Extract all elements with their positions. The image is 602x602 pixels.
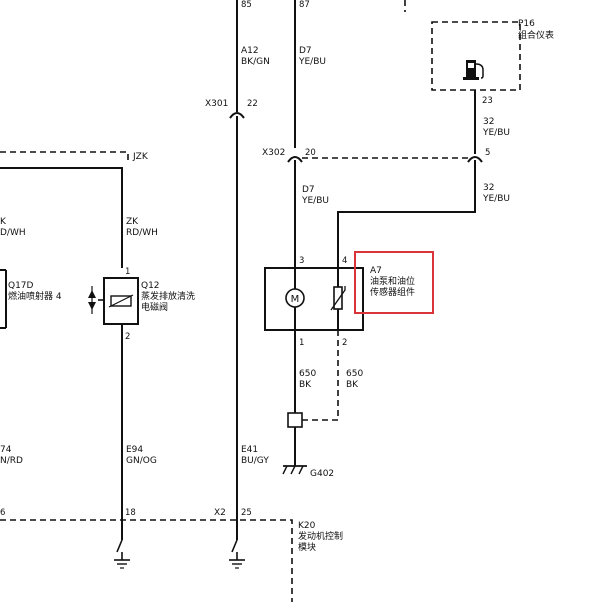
p16-id: P16: [518, 19, 535, 29]
wire-87-label: 87: [299, 0, 310, 10]
x302-connector-d7: [287, 156, 303, 163]
w650b-color: BK: [346, 380, 359, 390]
w650b-code: 650: [346, 369, 363, 379]
q12-name-1: 蒸发排放清洗: [141, 290, 195, 302]
a7-name-1: 油泵和油位: [370, 275, 415, 287]
a7-name-2: 传感器组件: [370, 286, 415, 298]
w32-mid-color: YE/BU: [482, 194, 510, 204]
jzk-dashed-bus: [0, 151, 129, 162]
q12-name-2: 电磁阀: [141, 301, 168, 313]
q12-id: Q12: [141, 281, 160, 291]
w32-top-code: 32: [483, 117, 494, 127]
x301-connector-symbol: [229, 112, 245, 119]
a7-pin4: 4: [342, 256, 347, 266]
q12-pin2: 2: [125, 332, 130, 342]
a7-pin2: 2: [342, 338, 347, 348]
pin-18: 18: [125, 508, 136, 518]
w32-mid-code: 32: [483, 183, 494, 193]
ecm-ground-switch-icon-1: [114, 539, 130, 569]
e41-code: E41: [241, 445, 258, 455]
g402-label: G402: [310, 469, 334, 479]
d7-top-code: D7: [299, 46, 312, 56]
x302-pin-5: 5: [485, 148, 490, 158]
p16-pin-23: 23: [482, 96, 493, 106]
pin-6: 6: [0, 508, 5, 518]
x302-pin-20: 20: [305, 148, 316, 158]
x301-label: X301: [205, 99, 228, 109]
injector-arrow-icon: [88, 286, 96, 314]
a7-id: A7: [370, 266, 382, 276]
wire-zk-left: [0, 167, 123, 268]
k20-ecm-dashed-boundary: [0, 519, 293, 602]
ground-splice-box: [287, 412, 303, 428]
k20-name-2: 模块: [298, 541, 316, 553]
ground-icon: [282, 465, 307, 475]
a12-color: BK/GN: [241, 57, 270, 67]
ecm-ground-switch-icon-2: [229, 539, 245, 569]
w650a-code: 650: [299, 369, 316, 379]
solenoid-coil-icon: [108, 294, 134, 308]
w74-code: 74: [0, 445, 12, 455]
a7-pin1: 1: [299, 338, 304, 348]
x302-label: X302: [262, 148, 285, 158]
e94-color: GN/OG: [126, 456, 157, 466]
wire-32-a7: [337, 160, 476, 268]
w650a-color: BK: [299, 380, 312, 390]
zk-code: ZK: [126, 217, 139, 227]
e94-code: E94: [126, 445, 143, 455]
x302-connector-32: [467, 156, 483, 163]
x2-label: X2: [214, 508, 226, 518]
zk-left-code: K: [0, 217, 7, 227]
d7-mid-code: D7: [302, 185, 315, 195]
d7-top-color: YE/BU: [298, 57, 326, 67]
w32-top-color: YE/BU: [482, 128, 510, 138]
w74-color: N/RD: [0, 456, 23, 466]
svg-text:M: M: [291, 294, 300, 305]
q17d-name: 燃油喷射器 4: [8, 290, 62, 302]
pin-25: 25: [241, 508, 252, 518]
zk-color: RD/WH: [126, 228, 158, 238]
k20-name-1: 发动机控制: [298, 530, 343, 542]
a7-highlight-box: [354, 251, 434, 314]
motor-icon: M: [285, 288, 305, 308]
p16-name: 组合仪表: [518, 29, 554, 41]
a12-code: A12: [241, 46, 259, 56]
k20-id: K20: [298, 521, 316, 531]
fuel-pump-icon: [463, 60, 484, 80]
zk-left-color: D/WH: [0, 228, 26, 238]
q12-pin1: 1: [125, 267, 130, 277]
variable-resistor-icon: [330, 286, 346, 311]
q17d-id: Q17D: [8, 281, 34, 291]
x301-pin-22: 22: [247, 99, 258, 109]
wire-650-b: [302, 330, 339, 421]
jzk-label: JZK: [132, 152, 149, 162]
a7-pin3: 3: [299, 256, 304, 266]
d7-mid-color: YE/BU: [301, 196, 329, 206]
e41-color: BU/GY: [241, 456, 269, 466]
wire-85-label: 85: [241, 0, 252, 10]
a7-fuel-pump-box: [264, 267, 364, 331]
